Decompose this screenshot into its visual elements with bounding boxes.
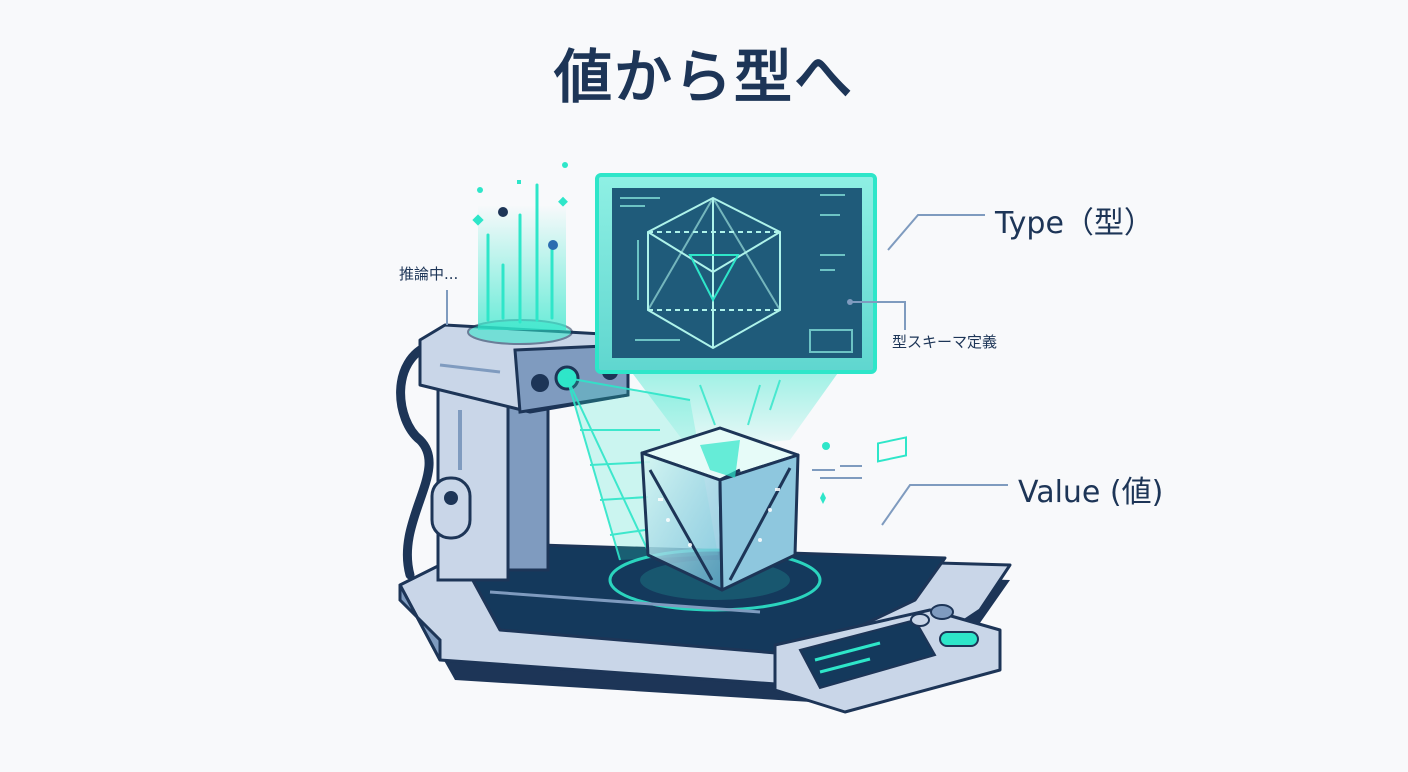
page-title: 値から型へ — [0, 30, 1408, 114]
schema-label: 型スキーマ定義 — [892, 331, 997, 352]
upward-beam — [472, 162, 568, 330]
inferring-label: 推論中... — [399, 263, 458, 284]
value-label: Value (値) — [1018, 467, 1163, 511]
type-label: Type（型） — [995, 198, 1154, 242]
sparkles — [812, 442, 862, 504]
type-hologram-panel — [597, 175, 875, 372]
